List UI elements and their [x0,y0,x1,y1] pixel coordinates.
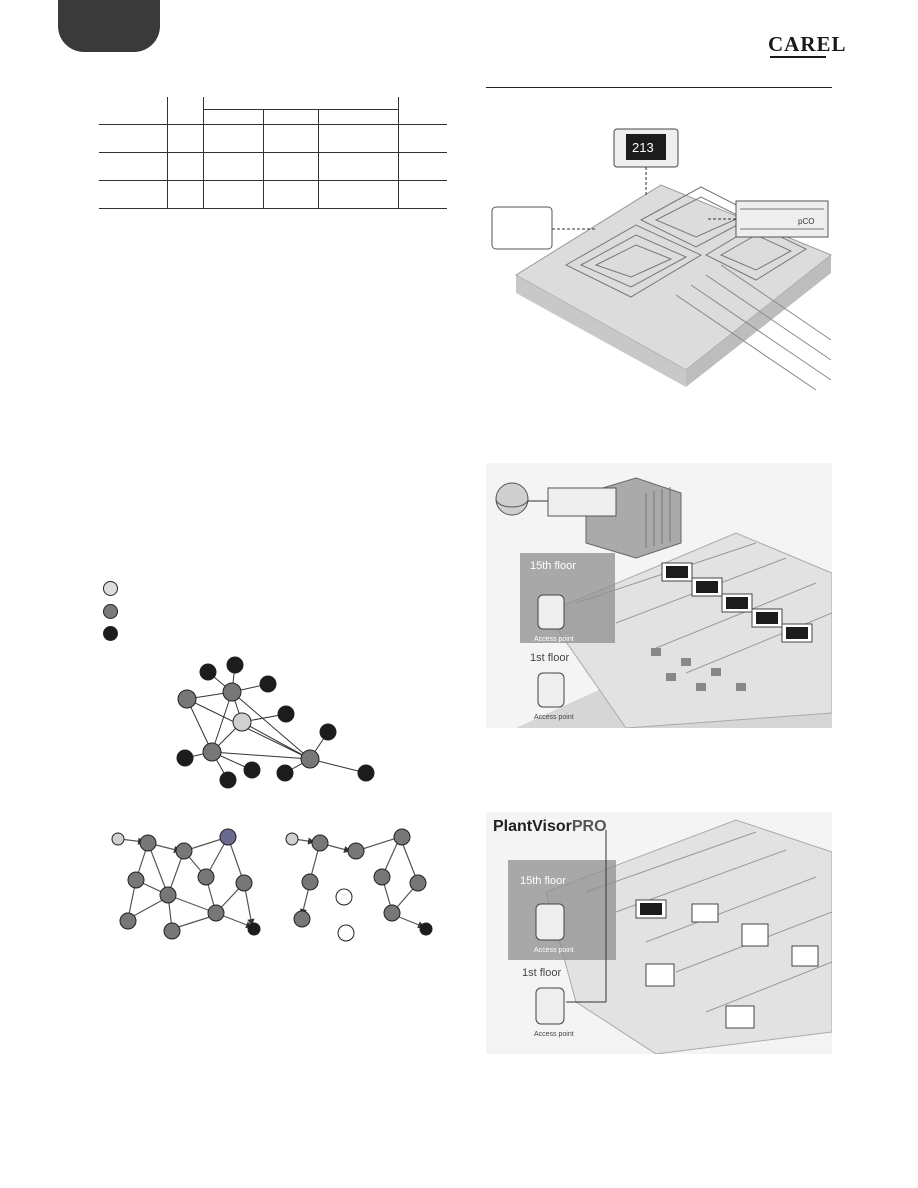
table-row [99,124,447,153]
logo-underline [770,56,826,58]
carel-logo: CAREL [768,32,847,56]
upper-floor-panel [520,553,615,643]
network-topology-diagram [176,656,375,789]
upper-floor-label: 15th floor [520,875,566,887]
room-sensor-icon [791,945,819,967]
room-sensor-icon [741,923,769,947]
mesh-rerouting-diagram [285,828,433,942]
table-header-row [99,97,447,110]
access-point-lower-label: Access point [534,714,574,721]
table-row [99,180,447,209]
access-point-upper-icon [535,903,565,941]
access-point-upper-label: Access point [534,636,574,643]
legend-mid-node-icon [103,604,118,619]
section-tab [58,0,160,52]
room-sensor-icon [725,1005,755,1029]
access-point-lower-icon [535,987,565,1025]
lower-floor-label: 1st floor [522,967,561,979]
radiant-floor-illustration: 213 pCO [491,128,832,391]
room-sensor-icon [645,963,675,987]
svg-text:pCO: pCO [798,217,814,226]
plantvisor-logo: PlantVisorPRO [493,818,607,836]
room-sensor-icon [491,206,553,250]
globe-icon [495,482,529,516]
mesh-routing-diagram [111,828,261,940]
plantvisor-logo-plain: PlantVisor [493,818,572,835]
svg-text:213: 213 [632,140,654,155]
access-point-lower-icon [537,672,565,708]
access-point-upper-label: Access point [534,947,574,954]
section-rule [486,87,832,88]
lower-floor-label: 1st floor [530,652,569,664]
wireless-network-illustration: 15th floor Access point 1st floor Access… [486,463,832,728]
plantvisor-illustration: 15th floor Access point 1st floor Access… [486,812,832,1054]
access-point-upper-icon [537,594,565,630]
room-sensor-icon [691,903,719,923]
legend-light-node-icon [103,581,118,596]
table-subheader-row [99,109,447,125]
network-controller-icon [547,487,617,517]
spec-table [99,97,447,209]
table-row [99,152,447,181]
upper-floor-label: 15th floor [530,560,576,572]
access-point-lower-label: Access point [534,1031,574,1038]
legend-dark-node-icon [103,626,118,641]
plantvisor-logo-bold: PRO [571,818,607,835]
